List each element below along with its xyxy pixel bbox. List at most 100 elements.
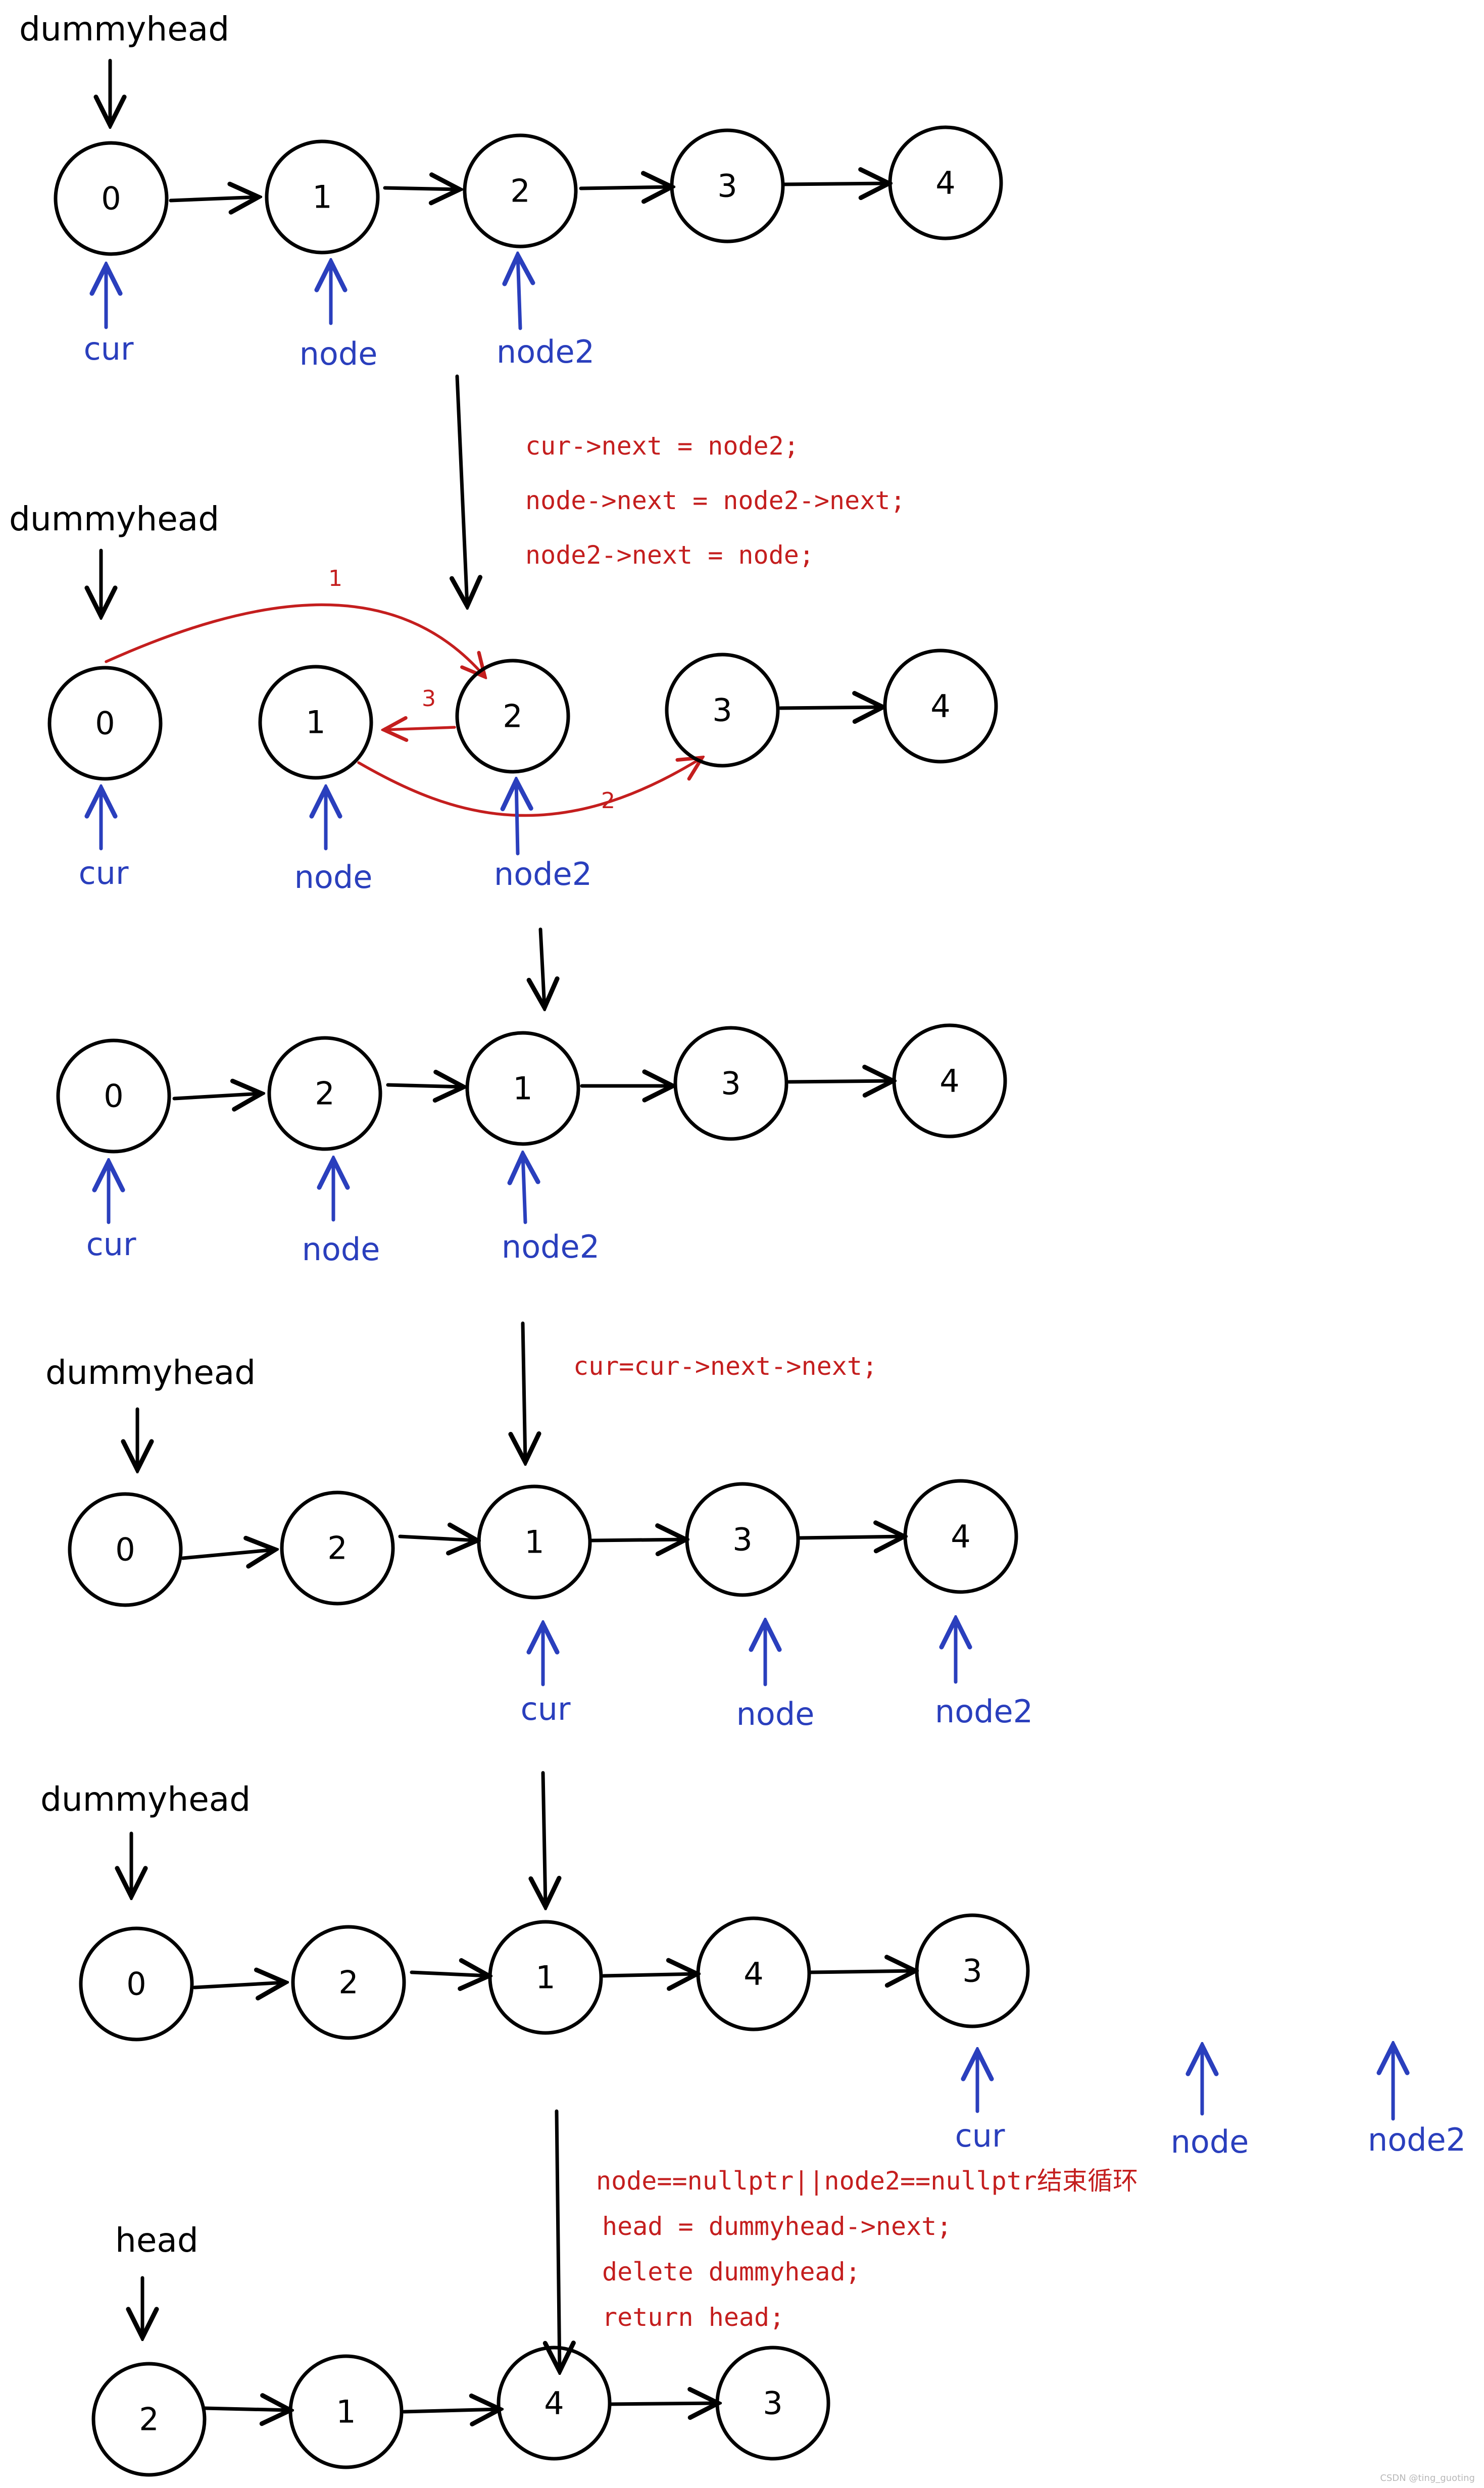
list-node: 4 (888, 125, 1003, 240)
pointer-label: node2 (494, 856, 592, 892)
code-line: head = dummyhead->next; (602, 2212, 952, 2241)
list-node: 4 (497, 2346, 612, 2461)
node-value: 4 (939, 1063, 959, 1100)
node-value: 4 (930, 688, 950, 725)
step-3-arrow (384, 727, 456, 730)
list-node: 4 (883, 649, 998, 764)
node-value: 1 (524, 1524, 544, 1561)
link-arrow (383, 188, 460, 189)
node-value: 0 (126, 1966, 146, 2003)
list-node: 2 (91, 2362, 207, 2477)
link-arrow (609, 2403, 718, 2404)
list-node: 0 (47, 666, 163, 781)
pointer-label: cur (86, 1226, 136, 1263)
step-number: 1 (328, 566, 342, 591)
list-node: 0 (56, 1038, 171, 1154)
pointer-label: node (294, 859, 373, 895)
link-arrow (797, 1536, 904, 1538)
code-line: cur->next = node2; (525, 431, 799, 461)
head-label: head (115, 2221, 199, 2260)
stage-1: dummyhead 0 1 2 3 4 cur node node2 (19, 10, 1003, 372)
node-value: 3 (763, 2385, 782, 2422)
link-arrow (410, 1972, 489, 1976)
transition-arrow (540, 927, 545, 1008)
list-node: 0 (68, 1492, 183, 1607)
link-arrow (782, 183, 889, 184)
code-line: node->next = node2->next; (525, 486, 906, 515)
node-value: 4 (935, 165, 955, 202)
link-arrow (402, 2409, 500, 2412)
stage-2: dummyhead 1 2 3 0 1 2 3 4 cur node node2 (9, 500, 998, 895)
pointer-label: cur (955, 2117, 1005, 2154)
list-node: 0 (54, 141, 169, 256)
pointer-label: cur (84, 330, 134, 367)
link-arrow (172, 1093, 262, 1099)
node-value: 4 (744, 1956, 763, 1993)
node-value: 3 (717, 168, 737, 205)
node-value: 0 (95, 705, 115, 742)
code-block-2: cur=cur->next->next; (573, 1352, 877, 1381)
transition-arrow (457, 374, 467, 606)
node-value: 2 (510, 173, 530, 210)
list-node: 2 (280, 1490, 395, 1606)
link-arrow (602, 1974, 697, 1976)
list-node: 4 (892, 1023, 1007, 1138)
list-node: 2 (455, 659, 570, 774)
node-value: 2 (139, 2401, 159, 2438)
link-arrow (787, 1081, 893, 1082)
node-value: 1 (535, 1959, 555, 1996)
node-value: 0 (104, 1078, 123, 1115)
list-node: 3 (685, 1482, 800, 1597)
stage-4: dummyhead 0 2 1 3 4 cur node node2 (45, 1353, 1033, 1732)
node-value: 2 (503, 698, 522, 735)
list-node: 1 (488, 1920, 603, 2035)
code-line: node2->next = node; (525, 540, 814, 570)
code-line: cur=cur->next->next; (573, 1352, 877, 1381)
link-arrow (181, 1550, 275, 1558)
transition-arrow (557, 2109, 560, 2371)
list-node: 3 (670, 128, 785, 243)
code-block-1: cur->next = node2; node->next = node2->n… (525, 431, 906, 570)
list-node: 1 (465, 1031, 580, 1146)
stage-3: 0 2 1 3 4 cur node node2 (56, 1023, 1007, 1268)
code-line: return head; (602, 2303, 784, 2332)
pointer-label: node (736, 1696, 815, 1732)
list-node: 2 (291, 1925, 406, 2040)
pointer-label: cur (521, 1690, 571, 1727)
node-value: 0 (101, 180, 121, 217)
stage-6: head 2 1 4 3 (91, 2221, 830, 2477)
dummyhead-label: dummyhead (45, 1353, 256, 1392)
step-number: 3 (422, 686, 436, 712)
link-arrow (778, 707, 883, 708)
transition-arrow (523, 1321, 525, 1462)
link-arrow (809, 1971, 915, 1972)
list-node: 2 (463, 133, 578, 248)
list-node: 4 (696, 1916, 811, 2031)
list-node: 1 (288, 2354, 404, 2469)
pointer-label: node2 (497, 333, 595, 370)
node-value: 0 (115, 1531, 135, 1568)
list-node: 3 (673, 1026, 788, 1141)
node-value: 2 (327, 1530, 347, 1567)
pointer-label: node2 (1368, 2121, 1466, 2158)
node-value: 3 (721, 1065, 740, 1102)
link-arrow (590, 1539, 686, 1540)
node-value: 1 (312, 179, 332, 216)
list-node: 1 (258, 665, 373, 780)
list-node: 1 (265, 139, 380, 255)
link-arrow (169, 197, 259, 201)
pointer-arrow (523, 1154, 525, 1224)
list-node: 3 (915, 1913, 1030, 2028)
pointer-label: node (300, 335, 378, 372)
node-value: 3 (732, 1521, 752, 1558)
step-2-arrow (357, 758, 702, 817)
stage-5: dummyhead 0 2 1 4 3 cur node node2 (40, 1780, 1466, 2160)
pointer-label: cur (79, 855, 129, 891)
pointer-label: node (302, 1231, 380, 1268)
dummyhead-label: dummyhead (9, 500, 219, 538)
node-value: 1 (513, 1070, 532, 1107)
list-node: 3 (715, 2346, 830, 2461)
link-arrow (398, 1536, 477, 1540)
step-1-arrow (105, 603, 485, 677)
